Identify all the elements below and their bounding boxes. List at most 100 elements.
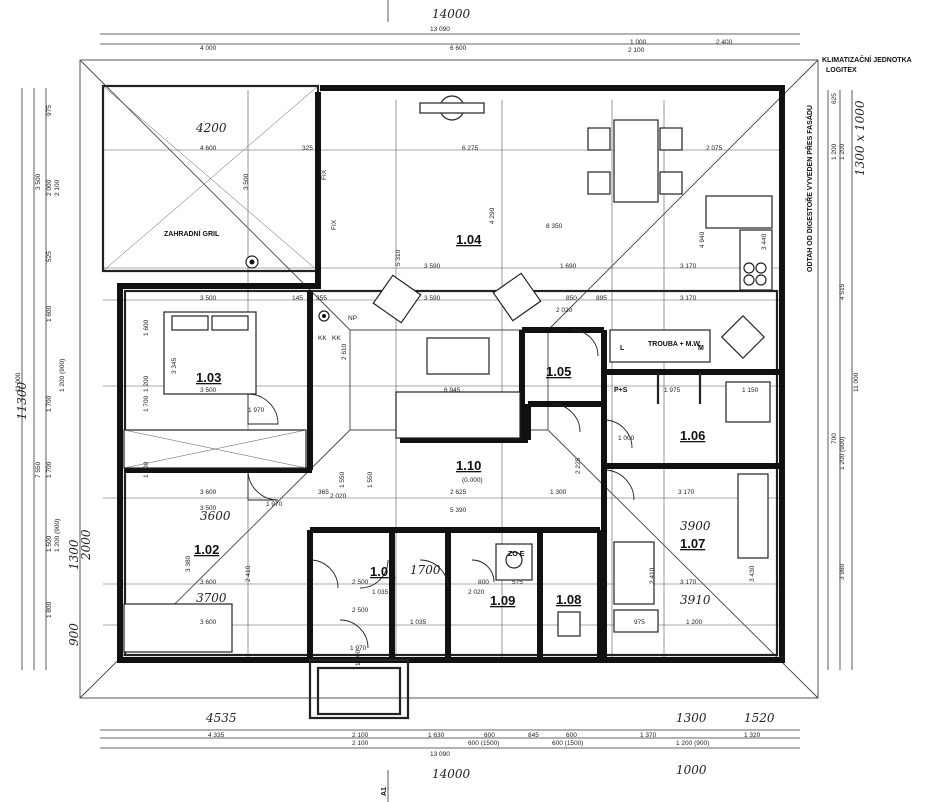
dimension-label: 1 700 bbox=[143, 395, 150, 412]
dimension-label: FIX bbox=[321, 169, 328, 180]
hand-left-b: 900 bbox=[67, 623, 81, 646]
dimension-label: KK bbox=[332, 335, 341, 342]
dimension-label: 1 975 bbox=[664, 387, 681, 394]
dimension-label: 13 090 bbox=[430, 26, 450, 33]
dimension-label: 1 200 bbox=[831, 143, 838, 160]
coffee-table bbox=[426, 337, 490, 375]
room-label-1-02: 1.02 bbox=[194, 542, 219, 557]
garden-grill-label: ZAHRADNÍ GRIL bbox=[164, 229, 220, 238]
dimension-label: (0.000) bbox=[462, 477, 483, 484]
dimension-label: 1 200 (900) bbox=[839, 437, 846, 470]
dimension-label: 5 310 bbox=[395, 249, 402, 266]
dimension-label: 3 590 bbox=[424, 263, 441, 270]
dining-table bbox=[613, 119, 659, 203]
dimension-label: 1 630 bbox=[428, 732, 445, 739]
room-label-1-03: 1.03 bbox=[196, 370, 221, 385]
dimension-label: 2 100 bbox=[54, 179, 61, 196]
room-label-1-07: 1.07 bbox=[680, 536, 705, 551]
interior-dimension-texts: 4 600 6 275 2 075 3 590 1 690 3 170 3 50… bbox=[171, 145, 768, 652]
hand-left-a: 1300 bbox=[67, 539, 81, 570]
dimension-label: 145 bbox=[292, 295, 303, 302]
wc-1 bbox=[557, 611, 581, 637]
hand-bottom-right-a: 1300 bbox=[676, 711, 707, 725]
dimension-label: 8 350 bbox=[546, 223, 563, 230]
dimension-label: 3 590 bbox=[424, 295, 441, 302]
dimension-label: 3 500 bbox=[243, 173, 250, 190]
dimension-label: 1 035 bbox=[410, 619, 427, 626]
dimension-label: KK bbox=[318, 335, 327, 342]
dimension-label: 3 170 bbox=[678, 489, 695, 496]
dimension-label: 3 380 bbox=[185, 555, 192, 572]
hand-room-107-b: 3910 bbox=[680, 593, 711, 607]
dimension-label: 6 600 bbox=[450, 45, 467, 52]
dimension-label: 1 600 bbox=[46, 305, 53, 322]
dimension-label: 6 275 bbox=[462, 145, 479, 152]
hand-terrace: 4200 bbox=[195, 121, 227, 135]
hand-bottom-right-c: 1000 bbox=[676, 763, 707, 777]
right-dimension-texts: 625 1 200 1 200 4 515 11 000 3 980 700 1… bbox=[831, 93, 860, 580]
hand-bottom-left: 4535 bbox=[205, 711, 237, 725]
dimension-label: 2 020 bbox=[556, 307, 573, 314]
hand-right-window: 1300 x 1000 bbox=[853, 100, 867, 176]
dimension-label: 1 500 bbox=[46, 535, 53, 552]
dimension-label: 2 225 bbox=[575, 457, 582, 474]
dimension-label: 2 100 bbox=[352, 732, 369, 739]
dimension-label: 600 (1500) bbox=[468, 740, 499, 747]
section-mark: A1 bbox=[381, 787, 388, 796]
dimension-label: 2 100 bbox=[628, 47, 645, 54]
room-label-1-09: 1.09 bbox=[490, 593, 515, 608]
dimension-label: 11 000 bbox=[15, 372, 22, 392]
misc-labels: FIX FIX NP KK KK (0.000) 1 600 1 700 1 7… bbox=[143, 169, 483, 666]
dimension-label: 4 000 bbox=[200, 45, 217, 52]
room-label-1-10: 1.10 bbox=[456, 458, 481, 473]
dimension-label: 3 600 bbox=[200, 579, 217, 586]
furniture bbox=[123, 95, 773, 653]
room-labels: 1.04 1.03 1.05 1.06 1.10 1.02 1.07 1.01 … bbox=[194, 232, 705, 608]
dimension-label: 975 bbox=[46, 105, 53, 116]
dimension-label: 4 335 bbox=[208, 732, 225, 739]
dimension-label: 1 700 bbox=[46, 461, 53, 478]
dimension-label: 2 500 bbox=[352, 579, 369, 586]
dimension-label: 4 600 bbox=[200, 145, 217, 152]
dimension-label: 3 500 bbox=[200, 505, 217, 512]
hand-room-101: 1700 bbox=[410, 563, 441, 577]
dimension-label: 6 945 bbox=[444, 387, 461, 394]
dimension-label: 13 090 bbox=[430, 751, 450, 758]
dimension-label: 325 bbox=[302, 145, 313, 152]
dimension-label: 845 bbox=[528, 732, 539, 739]
dimension-label: 3 500 bbox=[35, 173, 42, 190]
dimension-label: 895 bbox=[596, 295, 607, 302]
room-label-1-01: 1.01 bbox=[370, 564, 395, 579]
dimension-label: NP bbox=[348, 315, 357, 322]
dimension-label: 7 550 bbox=[35, 461, 42, 478]
dimension-label: 1 700 bbox=[143, 461, 150, 478]
dimension-label: 1 550 bbox=[339, 471, 346, 488]
terrace-area bbox=[101, 84, 320, 273]
hand-left-c: 2000 bbox=[79, 529, 93, 561]
dimension-label: 800 bbox=[478, 579, 489, 586]
dimension-label: 1 700 bbox=[46, 395, 53, 412]
dimension-label: 11 000 bbox=[853, 372, 860, 392]
dimension-label: 1 970 bbox=[350, 645, 367, 652]
dimension-label: 1 200 (900) bbox=[59, 359, 66, 392]
dimension-label: 1 000 bbox=[630, 39, 647, 46]
dimension-label: 1 200 bbox=[686, 619, 703, 626]
dimension-label: 3 170 bbox=[680, 263, 697, 270]
room-label-1-05: 1.05 bbox=[546, 364, 571, 379]
dimension-label: 525 bbox=[46, 251, 53, 262]
bottom-dimension-texts: 4 335 2 100 1 630 600 845 600 1 370 1 32… bbox=[208, 732, 761, 758]
dimension-label: 1 800 bbox=[46, 601, 53, 618]
dimension-label: 4 515 bbox=[839, 283, 846, 300]
fridge-l-label: L bbox=[620, 345, 625, 352]
dimension-label: 1 000 bbox=[355, 649, 362, 666]
dimension-label: 1 035 bbox=[372, 589, 389, 596]
dimension-label: 1 150 bbox=[742, 387, 759, 394]
oven-label: TROUBA + M.W. bbox=[648, 341, 702, 348]
dimension-lines bbox=[21, 0, 853, 802]
dimension-label: 1 200 (900) bbox=[676, 740, 709, 747]
dimension-label: 1 550 bbox=[367, 471, 374, 488]
dimension-label: 3 440 bbox=[761, 233, 768, 250]
dimension-label: 1 600 bbox=[143, 319, 150, 336]
